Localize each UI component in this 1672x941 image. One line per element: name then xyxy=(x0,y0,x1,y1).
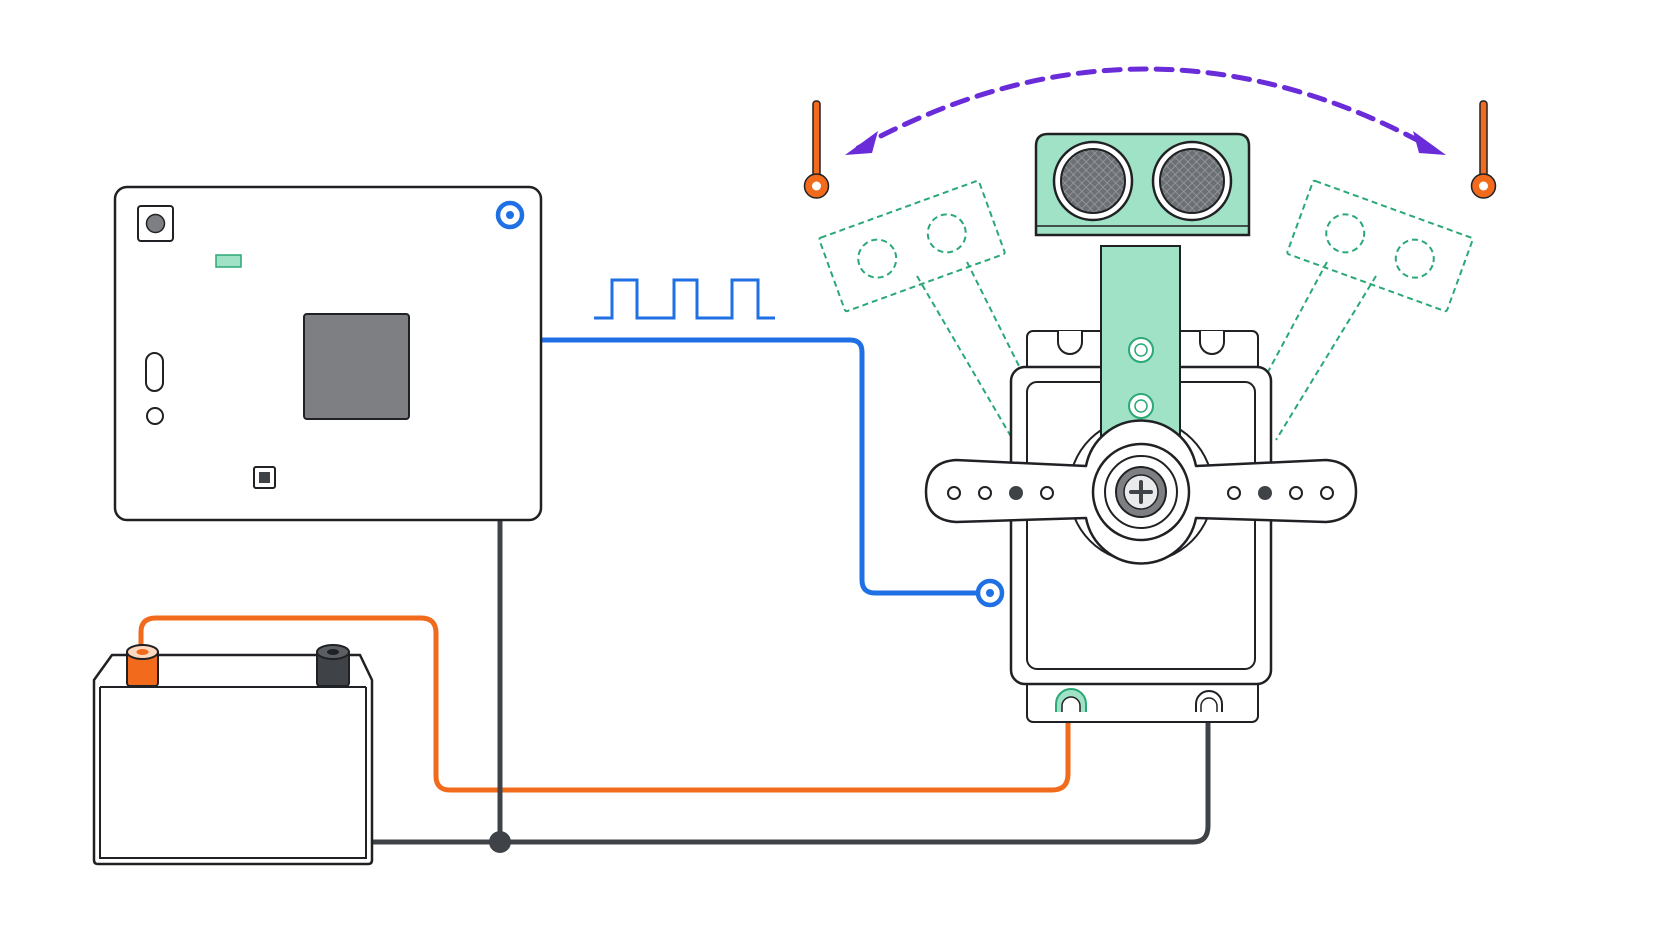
limit-marker-left xyxy=(803,100,830,199)
microcontroller xyxy=(113,185,543,522)
signal-wire xyxy=(507,212,991,596)
servo-ground-pin xyxy=(1195,690,1223,712)
sweep-arc-arrow xyxy=(855,66,1435,151)
transducer-left xyxy=(1052,140,1134,222)
sweep-arrowhead-left xyxy=(845,131,878,155)
horn-hub-screw xyxy=(1091,442,1191,542)
sweep-arrowhead-right xyxy=(1413,131,1446,155)
pwm-waveform xyxy=(594,278,775,320)
servo-power-pin xyxy=(1055,688,1087,712)
processor-chip xyxy=(303,313,410,420)
battery-positive-terminal xyxy=(126,644,159,687)
usb-slot xyxy=(145,352,164,392)
battery-negative-terminal xyxy=(316,644,350,687)
power-wire xyxy=(138,615,1071,793)
ultrasonic-sensor xyxy=(1034,132,1251,237)
transducer-right xyxy=(1151,140,1233,222)
mounting-hole xyxy=(146,407,164,425)
battery xyxy=(92,644,374,866)
servo-motor xyxy=(924,245,1358,723)
ground-junction xyxy=(489,831,511,853)
reset-button-cap xyxy=(145,213,166,234)
limit-marker-right xyxy=(1470,100,1497,199)
status-led xyxy=(215,254,242,268)
